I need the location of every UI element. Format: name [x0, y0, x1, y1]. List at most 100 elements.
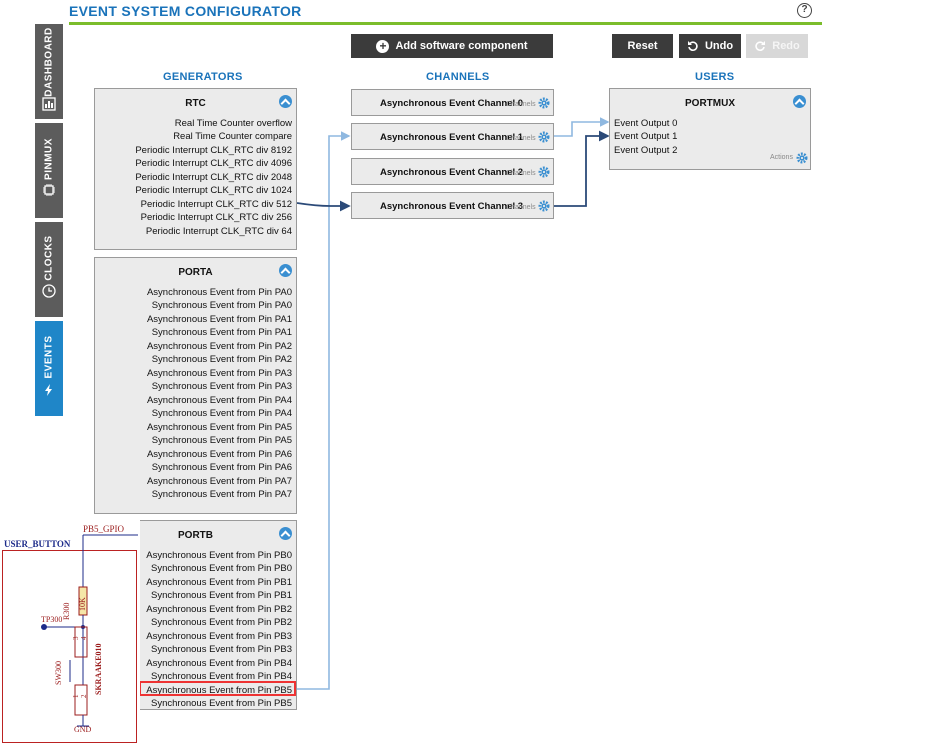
porta-item[interactable]: Synchronous Event from Pin PA5	[151, 435, 292, 446]
redo-button[interactable]: Redo	[746, 34, 808, 58]
portb-item[interactable]: Asynchronous Event from Pin PB0	[146, 550, 292, 561]
switch-ref: SW300	[54, 661, 63, 685]
channel-sub-label: Channels	[506, 135, 536, 142]
title-divider	[69, 22, 822, 25]
collapse-icon[interactable]	[279, 527, 292, 540]
channel-sub-label: Channels	[506, 204, 536, 211]
channel-name: Asynchronous Event Channel 3	[380, 201, 524, 212]
tab-dashboard[interactable]: DASHBOARD	[35, 24, 63, 119]
users-header: USERS	[695, 71, 735, 83]
pin-2: 2	[80, 694, 88, 699]
page-title: EVENT SYSTEM CONFIGURATOR	[69, 3, 302, 19]
help-icon[interactable]: ?	[797, 3, 812, 18]
rtc-item[interactable]: Periodic Interrupt CLK_RTC div 8192	[135, 145, 292, 156]
portb-item[interactable]: Synchronous Event from Pin PB1	[151, 590, 292, 601]
portb-item[interactable]: Asynchronous Event from Pin PB5	[146, 685, 292, 696]
gear-icon[interactable]	[538, 131, 550, 143]
portb-item[interactable]: Asynchronous Event from Pin PB4	[146, 658, 292, 669]
porta-title: PORTA	[178, 267, 213, 278]
add-software-component-button[interactable]: + Add software component	[351, 34, 553, 58]
event-output-1[interactable]: Event Output 1	[614, 131, 678, 142]
porta-item[interactable]: Asynchronous Event from Pin PA5	[146, 422, 292, 433]
chip-icon	[43, 184, 55, 196]
selected-highlight-pb5	[139, 681, 296, 696]
redo-icon	[755, 41, 766, 51]
rtc-item[interactable]: Real Time Counter compare	[173, 131, 292, 142]
generator-porta-panel: PORTA Asynchronous Event from Pin PA0 Sy…	[94, 257, 297, 514]
portb-item[interactable]: Synchronous Event from Pin PB3	[151, 644, 292, 655]
porta-item[interactable]: Synchronous Event from Pin PA7	[151, 489, 292, 500]
collapse-icon[interactable]	[279, 264, 292, 277]
gear-icon[interactable]	[538, 200, 550, 212]
schematic-drawing	[41, 534, 138, 727]
tab-pinmux[interactable]: PINMUX	[35, 123, 63, 218]
generator-rtc-panel: RTC Real Time Counter overflow Real Time…	[94, 88, 297, 250]
pin-3: 3	[72, 636, 80, 641]
switch-part: SKRAAKE010	[94, 643, 103, 695]
porta-item[interactable]: Asynchronous Event from Pin PA2	[146, 341, 292, 352]
rtc-item[interactable]: Periodic Interrupt CLK_RTC div 2048	[135, 172, 292, 183]
channel-0[interactable]: Asynchronous Event Channel 0 Channels	[351, 89, 554, 116]
channel-1[interactable]: Asynchronous Event Channel 1 Channels	[351, 123, 554, 150]
porta-item[interactable]: Asynchronous Event from Pin PA6	[146, 449, 292, 460]
pin-4: 4	[80, 636, 88, 641]
schematic-overlay: PB5_GPIO USER_BUTTON TP300 R300 10K SW30…	[0, 520, 140, 748]
porta-item[interactable]: Asynchronous Event from Pin PA3	[146, 368, 292, 379]
rtc-item[interactable]: Periodic Interrupt CLK_RTC div 4096	[135, 158, 292, 169]
collapse-icon[interactable]	[279, 95, 292, 108]
rtc-item[interactable]: Periodic Interrupt CLK_RTC div 256	[140, 212, 292, 223]
channel-3[interactable]: Asynchronous Event Channel 3 Channels	[351, 192, 554, 219]
porta-item[interactable]: Synchronous Event from Pin PA4	[151, 408, 292, 419]
portb-item[interactable]: Synchronous Event from Pin PB4	[151, 671, 292, 682]
portb-item[interactable]: Synchronous Event from Pin PB2	[151, 617, 292, 628]
block-label: USER_BUTTON	[4, 539, 71, 549]
actions-label: Actions	[770, 154, 793, 161]
plus-icon: +	[376, 39, 390, 53]
portb-item[interactable]: Synchronous Event from Pin PB5	[151, 698, 292, 709]
rtc-item[interactable]: Periodic Interrupt CLK_RTC div 512	[140, 199, 292, 210]
connection-pb5-to-channel1	[296, 131, 351, 690]
portb-item[interactable]: Asynchronous Event from Pin PB1	[146, 577, 292, 588]
porta-item[interactable]: Synchronous Event from Pin PA3	[151, 381, 292, 392]
channels-header: CHANNELS	[426, 71, 490, 83]
porta-item[interactable]: Asynchronous Event from Pin PA7	[146, 476, 292, 487]
event-output-0[interactable]: Event Output 0	[614, 118, 678, 129]
portb-item[interactable]: Synchronous Event from Pin PB0	[151, 563, 292, 574]
connection-channel1-to-output0	[554, 117, 610, 137]
tab-events[interactable]: EVENTS	[35, 321, 63, 416]
gear-icon[interactable]	[796, 152, 808, 164]
portb-title: PORTB	[178, 530, 213, 541]
undo-icon	[687, 41, 698, 51]
rtc-item[interactable]: Periodic Interrupt CLK_RTC div 1024	[135, 185, 292, 196]
net-label: PB5_GPIO	[83, 524, 125, 534]
connection-rtc512-to-channel3	[296, 200, 351, 212]
ground-label: GND	[74, 725, 92, 734]
event-output-2[interactable]: Event Output 2	[614, 145, 678, 156]
collapse-icon[interactable]	[793, 95, 806, 108]
schematic-frame	[2, 550, 137, 743]
gear-icon[interactable]	[538, 97, 550, 109]
tab-clocks[interactable]: CLOCKS	[35, 222, 63, 317]
generators-header: GENERATORS	[163, 71, 243, 83]
gear-icon[interactable]	[538, 166, 550, 178]
channel-name: Asynchronous Event Channel 1	[380, 132, 524, 143]
undo-label: Undo	[704, 40, 734, 52]
porta-item[interactable]: Synchronous Event from Pin PA2	[151, 354, 292, 365]
porta-item[interactable]: Asynchronous Event from Pin PA0	[146, 287, 292, 298]
porta-item[interactable]: Synchronous Event from Pin PA0	[151, 300, 292, 311]
portb-item[interactable]: Asynchronous Event from Pin PB2	[146, 604, 292, 615]
porta-item[interactable]: Asynchronous Event from Pin PA1	[146, 314, 292, 325]
rtc-item[interactable]: Periodic Interrupt CLK_RTC div 64	[145, 226, 292, 237]
resistor-value: 10K	[78, 597, 87, 611]
channel-2[interactable]: Asynchronous Event Channel 2 Channels	[351, 158, 554, 185]
undo-button[interactable]: Undo	[679, 34, 741, 58]
rtc-item[interactable]: Real Time Counter overflow	[174, 118, 292, 129]
reset-button[interactable]: Reset	[612, 34, 673, 58]
portb-item[interactable]: Asynchronous Event from Pin PB3	[146, 631, 292, 642]
rtc-title: RTC	[185, 98, 206, 109]
porta-item[interactable]: Asynchronous Event from Pin PA4	[146, 395, 292, 406]
porta-item[interactable]: Synchronous Event from Pin PA6	[151, 462, 292, 473]
porta-item[interactable]: Synchronous Event from Pin PA1	[151, 327, 292, 338]
user-portmux-panel: PORTMUX Event Output 0 Event Output 1 Ev…	[609, 88, 811, 170]
